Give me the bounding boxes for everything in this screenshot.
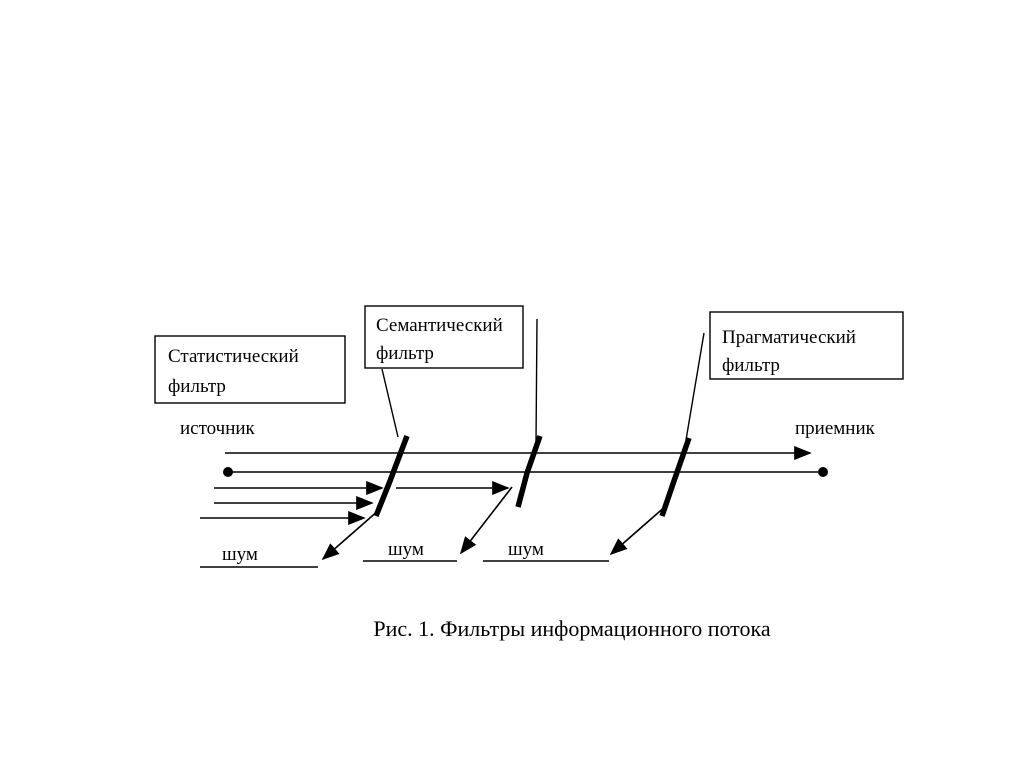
statistical-filter-bar [373,435,410,518]
statistical-filter-pointer-line [381,368,399,438]
figure-caption: Рис. 1. Фильтры информационного потока [373,616,771,641]
source-label: источник [180,418,256,439]
receiver-label: приемник [795,418,876,439]
statistical-filter-box [154,335,346,404]
receiver-node-dot [818,467,828,477]
semantic-filter-box [364,305,524,369]
noise-arrow-2 [459,486,513,555]
noise-arrow-3 [609,504,668,556]
pragmatic-filter-label-line2: фильтр [722,355,780,376]
source-node-dot [223,467,233,477]
noise-label-1: шум [222,544,258,565]
semantic-filter-pointer-line [535,318,538,444]
pragmatic-filter-box [709,311,904,380]
semantic-filter-bar [515,435,543,508]
pragmatic-filter-bar [659,437,692,517]
noise-arrow-1 [321,509,380,561]
pragmatic-filter-pointer-line [685,332,705,441]
pragmatic-filter-label-line1: Прагматический [722,327,856,348]
noise-label-2: шум [388,539,424,560]
semantic-filter-label-line2: фильтр [376,343,434,364]
semantic-filter-label-line1: Семантический [376,315,503,336]
statistical-filter-label-line1: Статистический [168,346,299,367]
noise-label-3: шум [508,539,544,560]
statistical-filter-label-line2: фильтр [168,376,226,397]
